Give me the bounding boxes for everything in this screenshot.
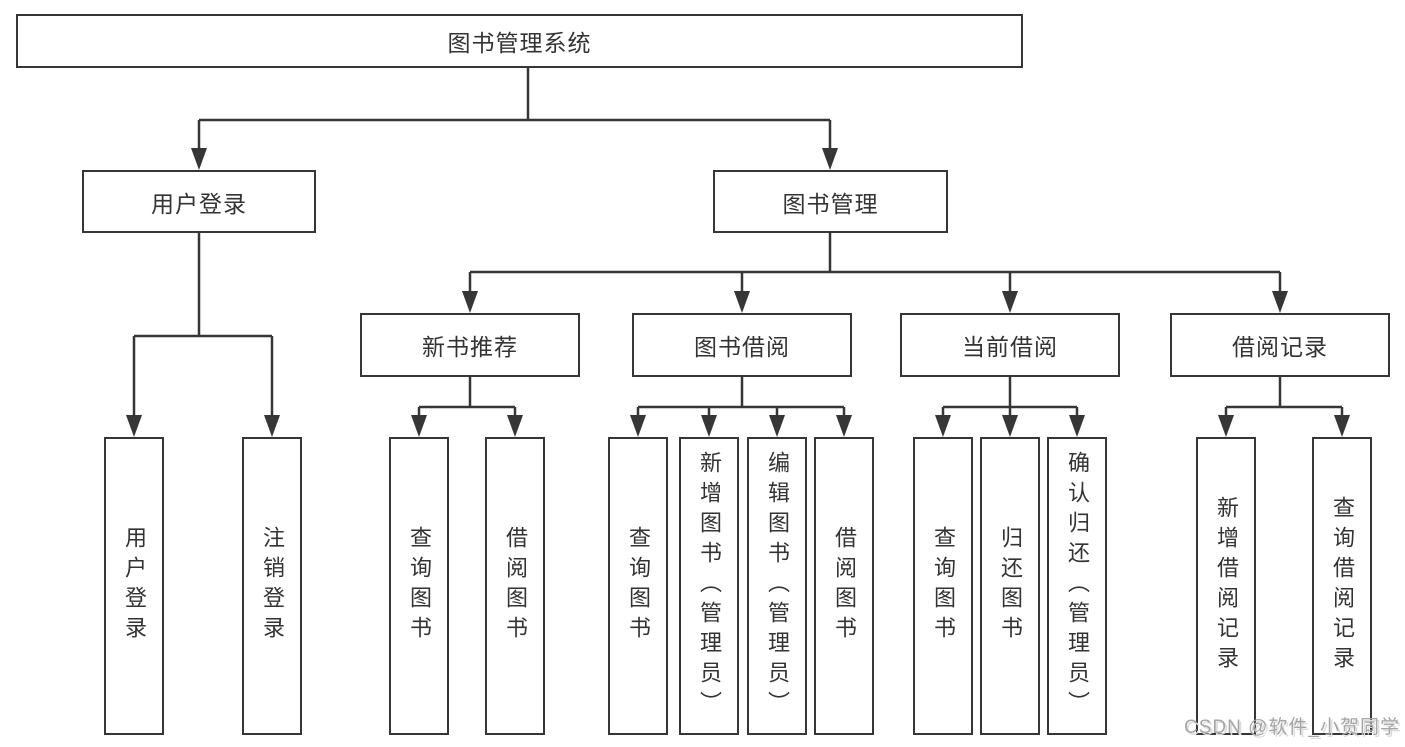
- node-newbook-query-books: 查询图书: [389, 437, 449, 735]
- node-current-return-books: 归还图书: [980, 437, 1040, 735]
- node-records-query-record: 查询借阅记录: [1312, 437, 1372, 735]
- connector-root-to-level2: [197, 68, 832, 150]
- node-login-user: 用户登录: [104, 437, 164, 735]
- arrowhead-user-login: [191, 148, 207, 170]
- arrowhead-borrowing-add: [701, 415, 717, 437]
- node-book-management: 图书管理: [713, 170, 948, 233]
- node-newbook-borrow-books: 借阅图书: [485, 437, 545, 735]
- connector-borrow-records-children: [1224, 377, 1344, 416]
- node-borrowing-edit-books-admin: 编辑图书（管理员）: [747, 437, 807, 735]
- arrowhead-borrowing-query: [630, 415, 646, 437]
- node-borrowing-query-books: 查询图书: [608, 437, 668, 735]
- arrowhead-current-borrowing: [1002, 291, 1018, 313]
- arrowhead-book-borrowing: [734, 291, 750, 313]
- node-book-borrowing: 图书借阅: [632, 313, 852, 377]
- connector-book-borrowing-children: [636, 377, 846, 416]
- node-logout: 注销登录: [242, 437, 302, 735]
- arrowhead-records-query: [1334, 415, 1350, 437]
- connector-current-borrowing-children: [941, 377, 1079, 416]
- arrowhead-logout: [264, 415, 280, 437]
- arrowhead-records-add: [1218, 415, 1234, 437]
- arrowhead-borrow-records: [1272, 291, 1288, 313]
- node-root: 图书管理系统: [16, 14, 1023, 68]
- node-current-borrowing: 当前借阅: [900, 313, 1120, 377]
- arrowhead-login-user: [126, 415, 142, 437]
- arrowhead-current-return: [1002, 415, 1018, 437]
- node-current-confirm-return-admin: 确认归还（管理员）: [1047, 437, 1107, 735]
- node-borrowing-borrow-books: 借阅图书: [814, 437, 874, 735]
- arrowhead-borrowing-edit: [769, 415, 785, 437]
- arrowhead-newbook-borrow: [507, 415, 523, 437]
- connector-user-login-children: [132, 233, 274, 416]
- arrowhead-current-confirm: [1069, 415, 1085, 437]
- arrowhead-book-management: [822, 148, 838, 170]
- node-current-query-books: 查询图书: [913, 437, 973, 735]
- connector-new-book-recommend-children: [417, 377, 517, 416]
- node-new-book-recommend: 新书推荐: [360, 313, 580, 377]
- connector-book-management-children: [468, 233, 1282, 292]
- arrowhead-newbook-query: [411, 415, 427, 437]
- watermark: CSDN @软件_小贺同学: [1184, 717, 1400, 738]
- node-records-add-record: 新增借阅记录: [1196, 437, 1256, 735]
- arrowhead-current-query: [935, 415, 951, 437]
- arrowhead-new-book-recommend: [462, 291, 478, 313]
- node-borrowing-add-books-admin: 新增图书（管理员）: [679, 437, 739, 735]
- arrowhead-borrowing-borrow: [836, 415, 852, 437]
- node-user-login: 用户登录: [82, 170, 316, 233]
- node-borrow-records: 借阅记录: [1170, 313, 1390, 377]
